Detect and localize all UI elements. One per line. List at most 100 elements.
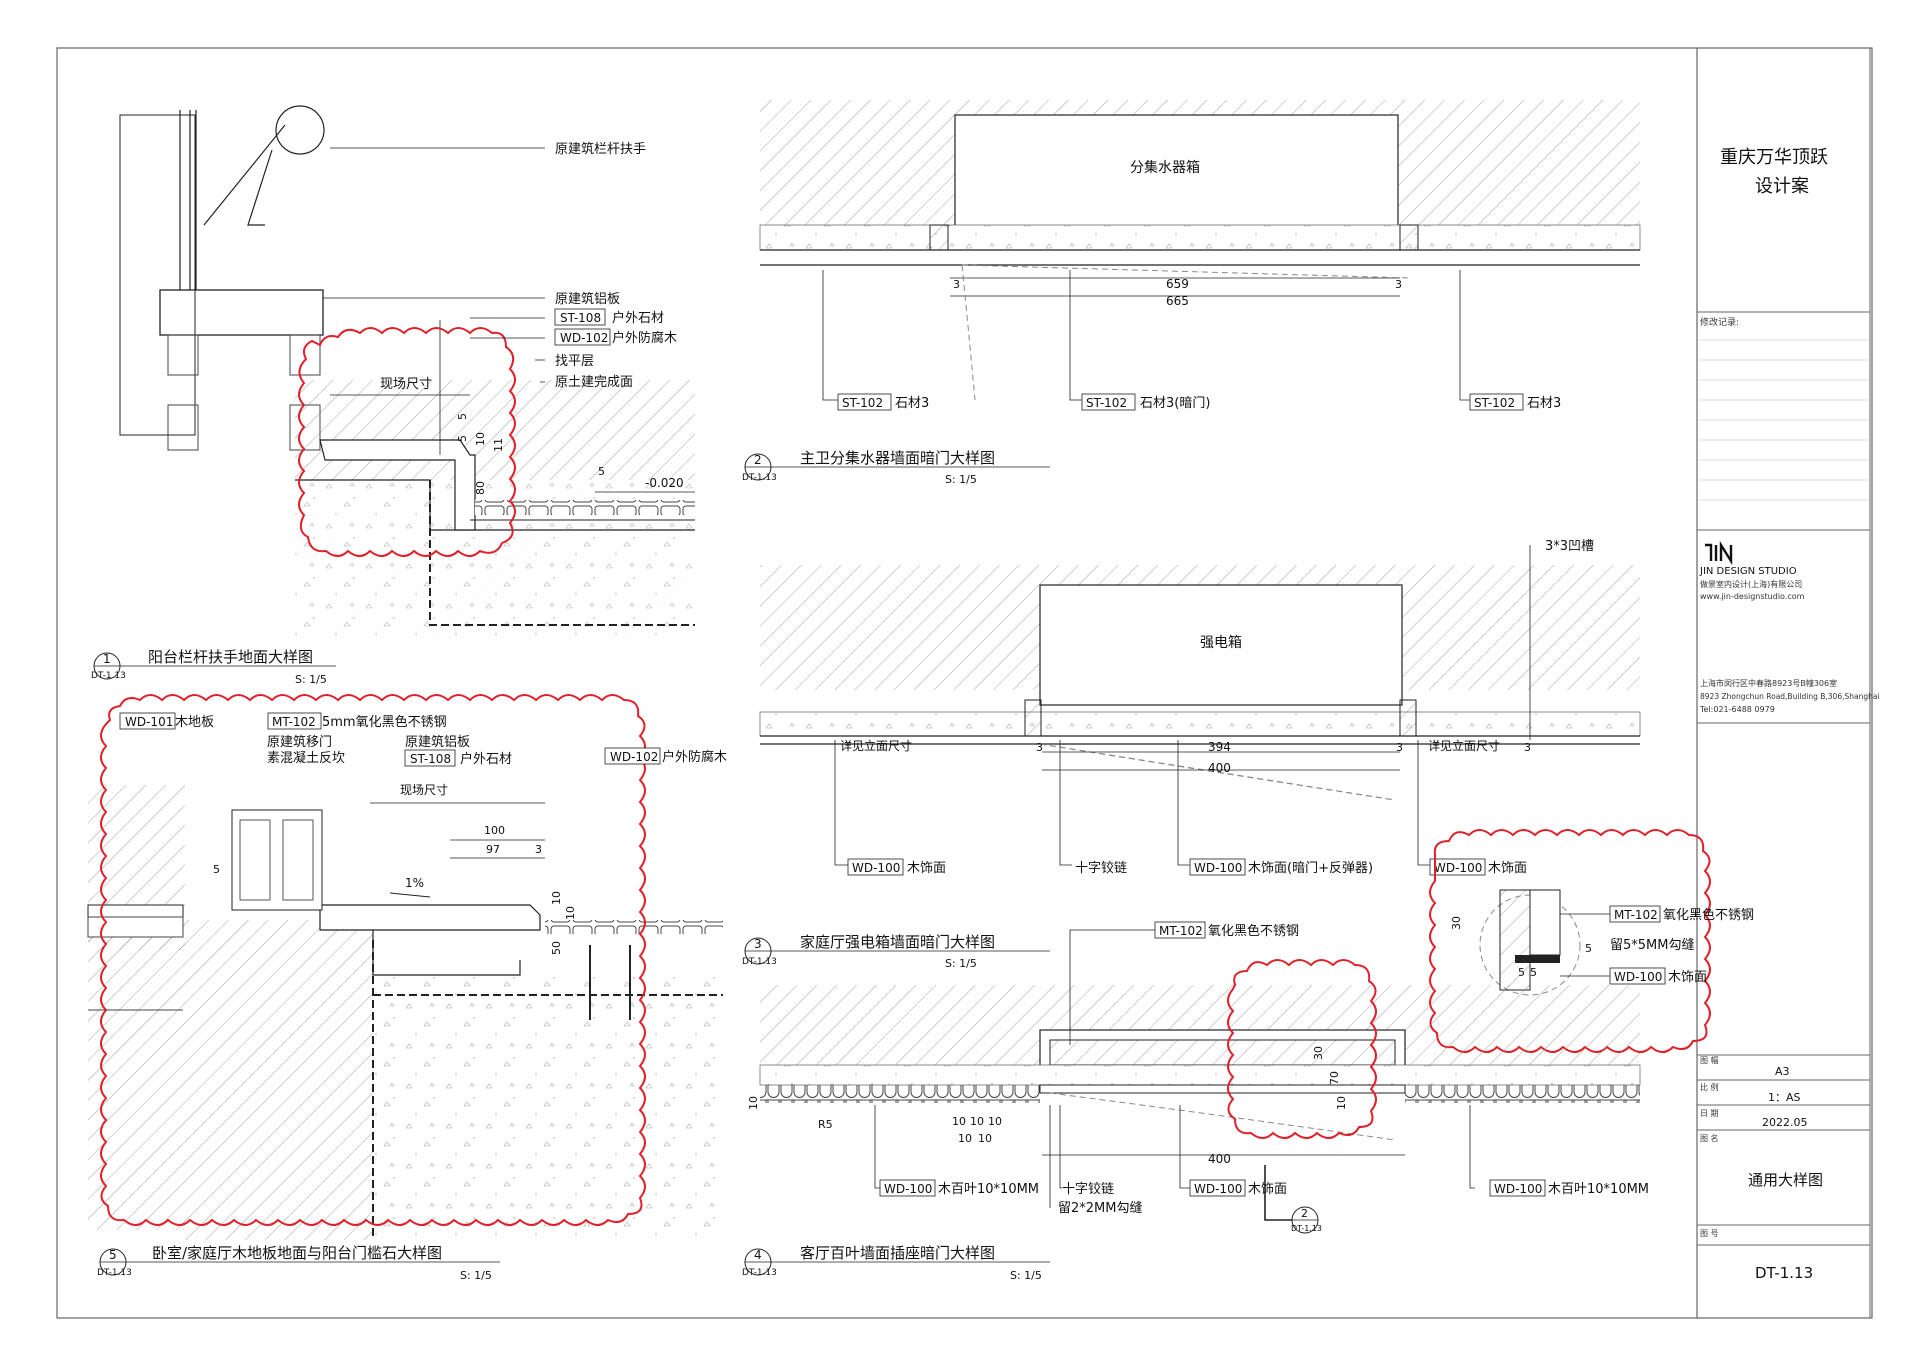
d3-num: 3: [754, 937, 762, 951]
tb-number-value: DT-1.13: [1755, 1264, 1813, 1282]
d1-label-stone: 户外石材: [612, 310, 664, 326]
tb-size-label: 图 幅: [1700, 1055, 1719, 1065]
d5-code-wd101: WD-101: [125, 715, 173, 729]
d4-label-hinge: 十字铰链: [1062, 1182, 1114, 1197]
d4-dim-10a: 10: [952, 1115, 966, 1128]
d3b-code-mt102: MT-102: [1614, 908, 1658, 922]
tb-name-value: 通用大样图: [1748, 1171, 1823, 1189]
d5-code-st108: ST-108: [410, 752, 451, 766]
d3b-dim-5c: 5: [1530, 966, 1537, 979]
d1-label-aluminium: 原建筑铝板: [555, 291, 620, 307]
tb-address-cn: 上海市闵行区中春路8923号B幢306室: [1700, 678, 1837, 688]
d1-label-handrail: 原建筑栏杆扶手: [555, 141, 646, 157]
d4-label-louver-b: 木百叶10*10MM: [1548, 1182, 1649, 1197]
d5-label-curb: 素混凝土反坎: [267, 750, 345, 766]
d2-label-b: 石材3(暗门): [1140, 396, 1210, 411]
d3b-dim-5a: 5: [1585, 942, 1592, 955]
tb-scale-value: 1：AS: [1768, 1091, 1801, 1104]
d2-code-a: ST-102: [842, 396, 883, 410]
d3-code-b: WD-100: [1194, 861, 1242, 875]
tb-scale-label: 比 例: [1700, 1082, 1719, 1092]
detail-5-threshold: WD-101 木地板 MT-102 5mm氧化黑色不锈钢 原建筑移门 素混凝土反…: [87, 694, 727, 1282]
d4-title: 客厅百叶墙面插座暗门大样图: [800, 1244, 995, 1262]
d3-code-a: WD-100: [852, 861, 900, 875]
d3-label-elev-b: 详见立面尺寸: [1428, 738, 1500, 753]
d4-dim-10b: 10: [970, 1115, 984, 1128]
d5-scale: S: 1/5: [460, 1269, 492, 1282]
tb-date-value: 2022.05: [1762, 1116, 1808, 1129]
tb-name-label: 图 名: [1700, 1133, 1719, 1143]
d3-label-elev-a: 详见立面尺寸: [840, 738, 912, 753]
d1-dim-e: 80: [474, 481, 487, 495]
d3b-dim-30: 30: [1450, 916, 1463, 930]
d1-title: 阳台栏杆扶手地面大样图: [148, 648, 313, 666]
d4-dim-10c: 10: [988, 1115, 1002, 1128]
d4-code-wd100a: WD-100: [884, 1182, 932, 1196]
tb-address-en: 8923 Zhongchun Road,Building B,306,Shang…: [1700, 692, 1880, 701]
d1-code-st108: ST-108: [560, 311, 601, 325]
d2-dim-3a: 3: [953, 278, 960, 291]
d3-dim-3c: 3: [1524, 741, 1531, 754]
d4-dim-400: 400: [1208, 1152, 1231, 1166]
d3-label-hinge: 十字铰链: [1075, 861, 1127, 876]
tb-project-line2: 设计案: [1755, 176, 1809, 197]
d4-dim-30: 30: [1312, 1046, 1325, 1060]
d2-dim-659: 659: [1166, 277, 1189, 291]
d4-ref: DT-1.13: [742, 1268, 777, 1278]
d3-dim-394: 394: [1208, 740, 1231, 754]
d4-label-steel: 氧化黑色不锈钢: [1208, 923, 1299, 939]
d2-num: 2: [754, 453, 762, 467]
d5-label-aluminium: 原建筑铝板: [405, 734, 470, 750]
d1-label-site-dim: 现场尺寸: [380, 377, 432, 392]
tb-studio-web: www.jin-designstudio.com: [1700, 592, 1805, 601]
tb-number-label: 图 号: [1700, 1229, 1719, 1238]
d5-dim-50: 50: [550, 941, 563, 955]
studio-logo: [1705, 540, 1733, 566]
d5-label-wood: 户外防腐木: [662, 749, 727, 765]
title-block: 重庆万华顶跃 设计案 修改记录: JIN DESIGN STUDIO 做景室内设…: [1697, 147, 1880, 1282]
d4-scale: S: 1/5: [1010, 1269, 1042, 1282]
tb-project-line1: 重庆万华顶跃: [1720, 147, 1828, 168]
d5-dim-10a: 10: [550, 891, 563, 905]
d4-dim-10e: 10: [978, 1132, 992, 1145]
d1-dim-level: -0.020: [645, 476, 684, 490]
d4-code-wd100c: WD-100: [1494, 1182, 1542, 1196]
tb-date-label: 日 期: [1700, 1109, 1719, 1118]
tb-tel: Tel:021-6488 0979: [1699, 705, 1775, 714]
d5-num: 5: [109, 1248, 117, 1262]
d5-dim-100: 100: [484, 824, 505, 837]
d3-label-veneer-a: 木饰面: [907, 861, 946, 876]
d4-callout-num: 2: [1301, 1207, 1308, 1220]
detail-2-manifold-door: 分集水器箱 3 659 3 665 ST-102 石材3 ST-102 石材3(…: [742, 100, 1641, 486]
d3-code-c: WD-100: [1434, 861, 1482, 875]
d3b-code-wd100: WD-100: [1614, 970, 1662, 984]
d3-label-veneer-door: 木饰面(暗门+反弹器): [1248, 861, 1373, 876]
tb-revision-label: 修改记录:: [1700, 316, 1739, 328]
d5-label-steel: 5mm氧化黑色不锈钢: [322, 714, 447, 730]
d5-dim-5: 5: [213, 863, 220, 876]
d2-title: 主卫分集水器墙面暗门大样图: [800, 449, 995, 467]
d4-dim-r5: R5: [818, 1118, 833, 1131]
d4-dim-10-right: 10: [1335, 1096, 1348, 1110]
d3-label-veneer-c: 木饰面: [1488, 861, 1527, 876]
d1-dim-a: 5: [456, 413, 469, 420]
detail-3b-corner-callout: MT-102 氧化黑色不锈钢 留5*5MM勾缝 WD-100 木饰面 30 5 …: [1429, 829, 1754, 1053]
d2-code-c: ST-102: [1474, 396, 1515, 410]
d4-label-louver-a: 木百叶10*10MM: [938, 1182, 1039, 1197]
d5-title: 卧室/家庭厅木地板地面与阳台门槛石大样图: [152, 1244, 442, 1262]
d3-dim-400: 400: [1208, 761, 1231, 775]
d2-label-c: 石材3: [1527, 396, 1561, 411]
d4-dim-10d: 10: [958, 1132, 972, 1145]
d4-code-wd100b: WD-100: [1194, 1182, 1242, 1196]
d1-scale: S: 1/5: [295, 673, 327, 686]
d3b-label-groove: 留5*5MM勾缝: [1610, 938, 1694, 953]
d5-dim-slope: 1%: [405, 876, 424, 890]
d2-scale: S: 1/5: [945, 473, 977, 486]
sheet-frame: [56, 47, 1873, 1319]
detail-4-louver-outlet-door: MT-102 氧化黑色不锈钢 30 70 10 R5 10 10 10 10 1…: [742, 921, 1649, 1282]
d5-code-wd102: WD-102: [610, 750, 658, 764]
d1-ref: DT-1.13: [91, 671, 126, 681]
tb-studio-cn: 做景室内设计(上海)有限公司: [1700, 579, 1802, 589]
d1-dim-f: 5: [598, 465, 605, 478]
